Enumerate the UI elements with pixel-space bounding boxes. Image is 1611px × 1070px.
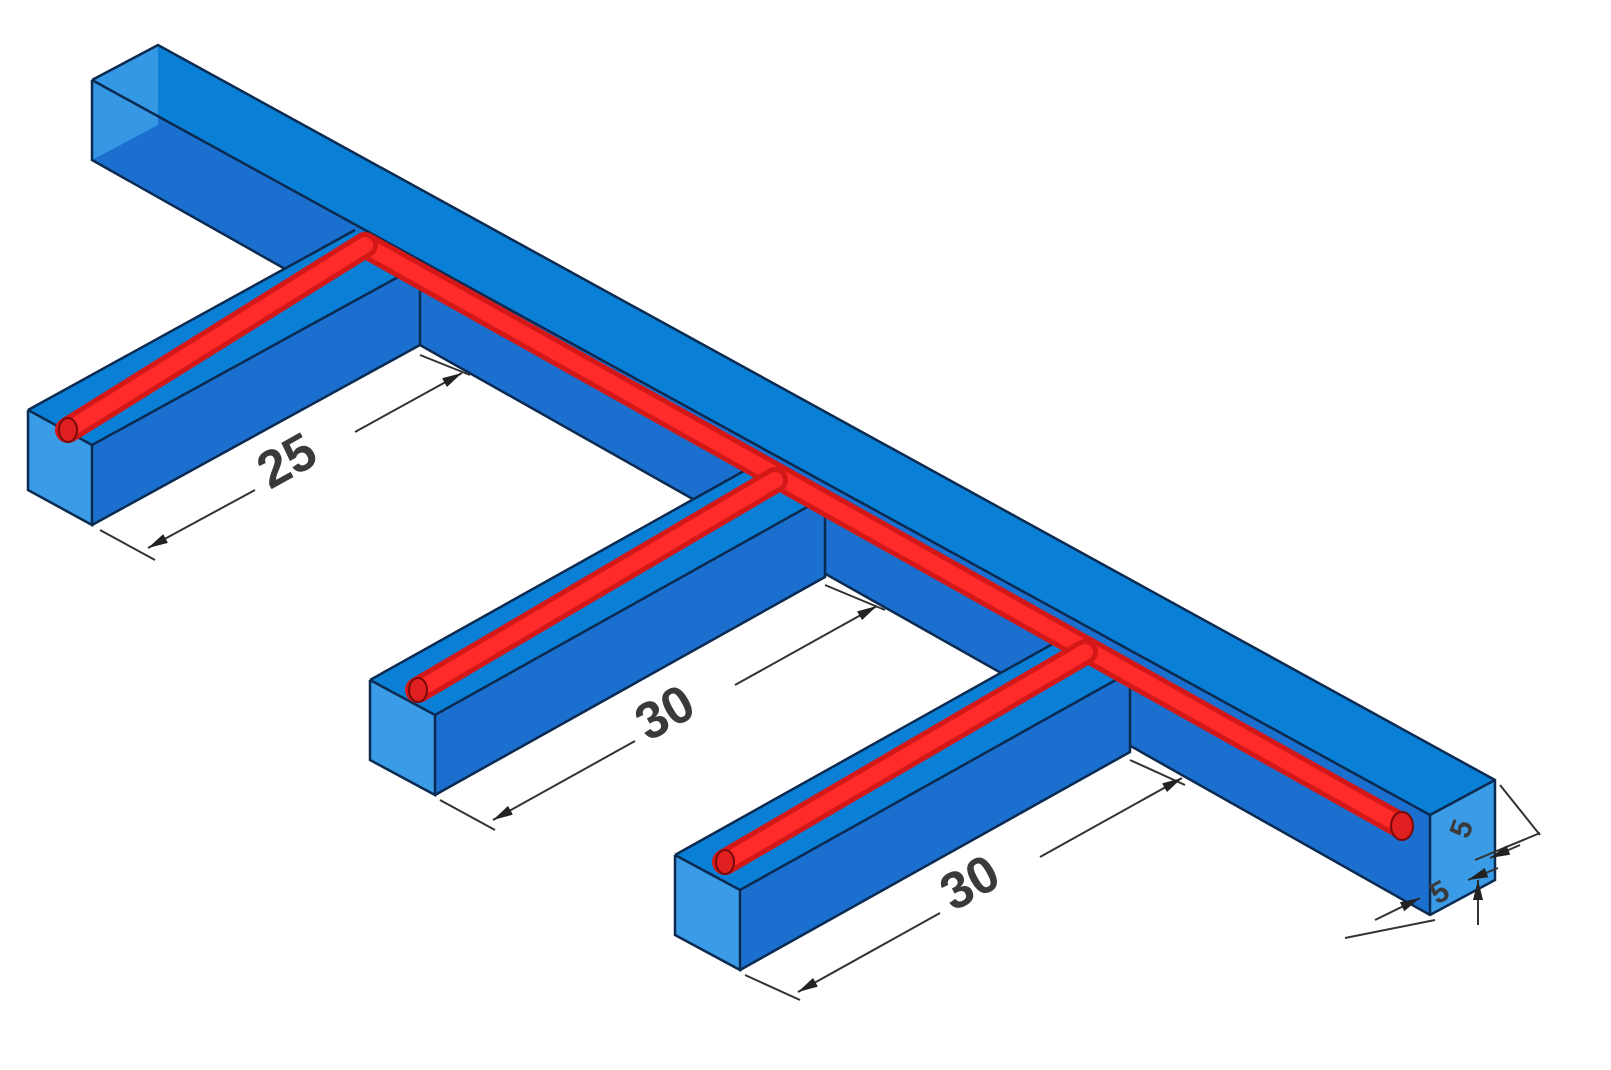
branch-2-side-face — [435, 497, 825, 795]
branch-channel-3 — [673, 635, 1132, 973]
tube-opening-branch-2 — [408, 677, 428, 703]
branch-2-end-face — [370, 680, 435, 795]
dimension-label-30-a: 30 — [626, 674, 705, 753]
main-channel-end-face-left — [92, 45, 158, 160]
branch-1-side-face — [92, 265, 420, 525]
branch-3-end-face — [675, 855, 740, 970]
tube-opening-branch-3 — [715, 849, 735, 875]
branch-3-side-face — [740, 672, 1130, 970]
red-tube-network — [55, 232, 1414, 875]
branch-channel-2 — [368, 460, 827, 798]
branch-channel-1 — [26, 228, 422, 528]
main-channel-top-face — [92, 45, 1495, 815]
tube-opening-main-end — [1390, 811, 1414, 841]
tube-opening-branch-1 — [58, 417, 78, 443]
